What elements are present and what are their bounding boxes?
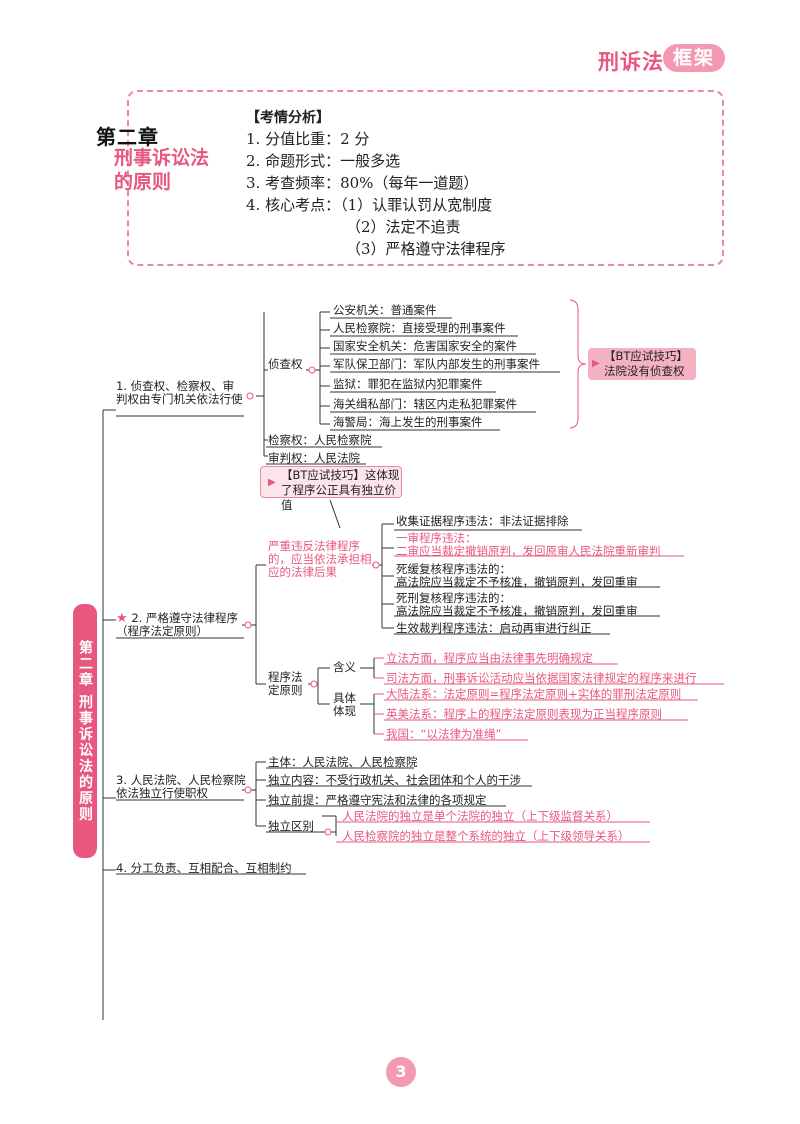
chapter-number: 第二章 — [96, 125, 159, 149]
organ-item: 海警局：海上发生的刑事案件 — [333, 415, 483, 429]
flag-icon: ▶ — [592, 358, 600, 369]
star-icon: ★ — [116, 611, 128, 626]
manifestation-item: 我国：“以法律为准绳” — [386, 727, 502, 741]
independence-item: 独立前提：严格遵守宪法和法律的各项规定 — [268, 793, 487, 807]
violation-item: 死缓复核程序违法的： — [396, 562, 511, 576]
page-number: 3 — [386, 1057, 416, 1087]
violation-item: 高法院应当裁定不予核准，撤销原判，发回重审 — [396, 604, 638, 618]
violation-item: 一审程序违法： — [396, 531, 477, 545]
organ-item: 军队保卫部门：军队内部发生的刑事案件 — [333, 357, 540, 371]
meaning-item: 立法方面，程序应当由法律事先明确规定 — [386, 651, 593, 665]
independence-item: 主体：人民法院、人民检察院 — [268, 755, 418, 769]
distinction-item: 人民检察院的独立是整个系统的独立（上下级领导关系） — [342, 829, 630, 843]
organ-item: 监狱：罪犯在监狱内犯罪案件 — [333, 377, 483, 391]
legal-procedure-principle: 程序法定原则 — [268, 670, 303, 697]
investigation-power: 侦查权 — [268, 357, 303, 371]
tip-text: 【BT应试技巧】这体现了程序公正具有独立价值 — [281, 468, 400, 512]
violation-item: 二审应当裁定撤销原判，发回原审人民法院重新审判 — [396, 544, 661, 558]
branch-2-text: 2. 严格遵守法律程序（程序法定原则） — [116, 611, 238, 638]
organ-item: 国家安全机关：危害国家安全的案件 — [333, 339, 517, 353]
exam-line: 4. 核心考点：（1）认罪认罚从宽制度 — [246, 196, 493, 214]
meaning-label: 含义 — [333, 660, 356, 674]
chapter-name: 刑事诉讼法的原则 — [114, 147, 210, 193]
header-title: 刑诉法 — [598, 50, 664, 74]
organ-item: 人民检察院：直接受理的刑事案件 — [333, 321, 506, 335]
exam-analysis-box — [127, 90, 724, 266]
organ-item: 海关缉私部门：辖区内走私犯罪案件 — [333, 397, 517, 411]
exam-line: 3. 考查频率：80%（每年一道题） — [246, 174, 479, 192]
exam-line: 1. 分值比重：2 分 — [246, 130, 370, 148]
exam-line: （3）严格遵守法律程序 — [346, 240, 506, 258]
independence-distinction: 独立区别 — [268, 819, 314, 833]
judicial-power: 审判权：人民法院 — [268, 451, 360, 465]
branch-4-label: 4. 分工负责、互相配合、互相制约 — [116, 861, 292, 875]
manifestation-item: 大陆法系：法定原则=程序法定原则+实体的罪刑法定原则 — [386, 687, 682, 701]
tip-no-investigation: ▶ 【BT应试技巧】法院没有侦查权 — [588, 348, 696, 380]
header-badge: 框架 — [663, 44, 725, 72]
branch-2-label: ★ 2. 严格遵守法律程序（程序法定原则） — [116, 612, 246, 638]
tip-text: 【BT应试技巧】法院没有侦查权 — [604, 349, 688, 378]
manifestation-label: 具体体现 — [333, 691, 356, 718]
violation-item: 高法院应当裁定不予核准，撤销原判，发回重审 — [396, 575, 638, 589]
meaning-item: 司法方面，刑事诉讼活动应当依据国家法律规定的程序来进行 — [386, 671, 697, 685]
branch-1-label: 1. 侦查权、检察权、审判权由专门机关依法行使 — [116, 379, 243, 406]
violation-consequence: 严重违反法律程序的，应当依法承担相应的法律后果 — [268, 539, 372, 579]
independence-item: 独立内容：不受行政机关、社会团体和个人的干涉 — [268, 773, 521, 787]
manifestation-item: 英美法系：程序上的程序法定原则表现为正当程序原则 — [386, 707, 662, 721]
tip-procedural-justice: ▶ 【BT应试技巧】这体现了程序公正具有独立价值 — [260, 466, 402, 512]
flag-icon: ▶ — [268, 477, 276, 488]
violation-item: 收集证据程序违法：非法证据排除 — [396, 514, 569, 528]
branch-3-label: 3. 人民法院、人民检察院依法独立行使职权 — [116, 773, 246, 800]
side-chapter-label: 第二章 刑事诉讼法的原则 — [73, 604, 97, 858]
exam-line: 2. 命题形式：一般多选 — [246, 152, 401, 170]
organ-item: 公安机关：普通案件 — [333, 303, 437, 317]
exam-analysis-heading: 【考情分析】 — [246, 110, 330, 126]
violation-item: 死刑复核程序违法的： — [396, 591, 511, 605]
exam-line: （2）法定不追责 — [346, 218, 461, 236]
procuratorial-power: 检察权：人民检察院 — [268, 433, 372, 447]
distinction-item: 人民法院的独立是单个法院的独立（上下级监督关系） — [342, 809, 618, 823]
violation-item: 生效裁判程序违法：启动再审进行纠正 — [396, 621, 592, 635]
